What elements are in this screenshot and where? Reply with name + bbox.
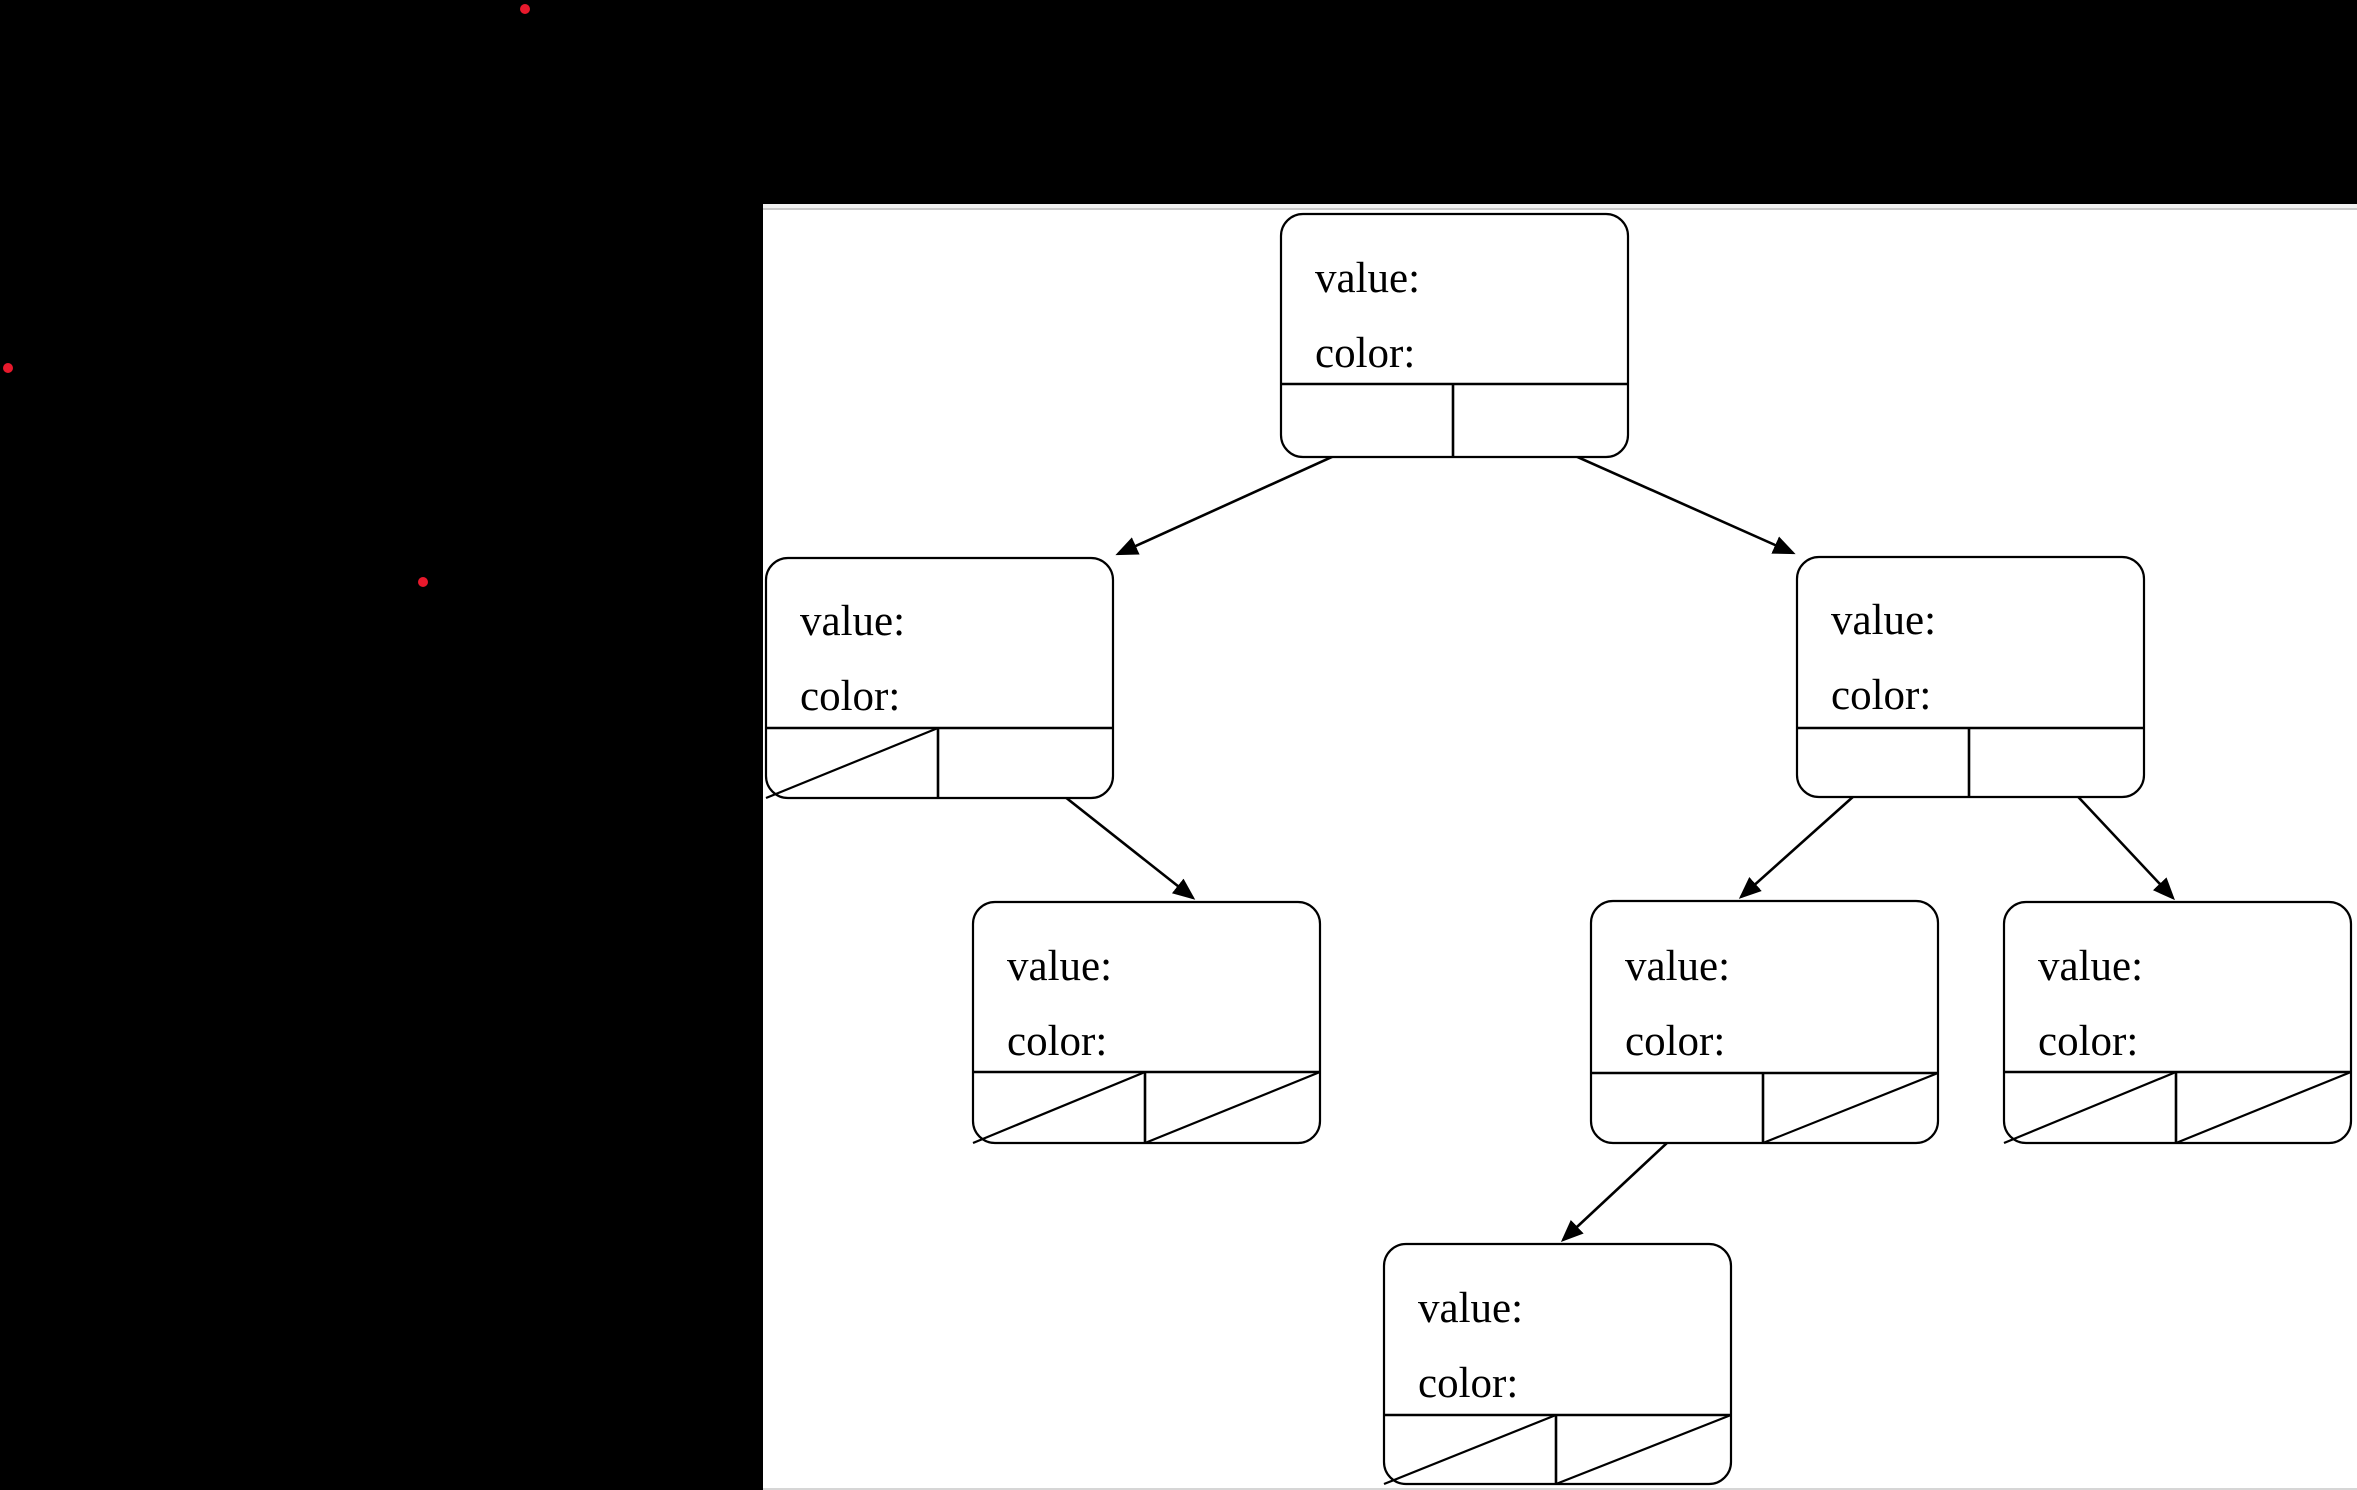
marker-dot-2 <box>3 363 13 373</box>
node-value-label: value: <box>1418 1285 1523 1332</box>
marker-dot-3 <box>418 577 428 587</box>
panel-bottom-divider <box>763 1488 2357 1490</box>
node-color-label: color: <box>800 673 900 720</box>
node-color-label: color: <box>1831 672 1931 719</box>
null-pointer-slash-left <box>2003 1070 2177 1145</box>
binary-tree-canvas: value: color: value: color: value: color… <box>764 212 2353 1486</box>
diagram-viewport[interactable]: value: color: value: color: value: color… <box>763 204 2357 1490</box>
node-value-label: value: <box>1831 597 1936 644</box>
null-pointer-slash-right <box>1762 1071 1939 1145</box>
node-value-label: value: <box>1007 943 1112 990</box>
node-outline <box>764 556 1115 800</box>
node-color-label: color: <box>2038 1018 2138 1065</box>
tree-node-right[interactable]: value: color: <box>1795 555 2146 799</box>
node-color-label: color: <box>1315 330 1415 377</box>
tree-node-root[interactable]: value: color: <box>1279 212 1630 459</box>
null-pointer-slash-right <box>1555 1413 1732 1486</box>
tree-node-left[interactable]: value: color: <box>764 556 1115 800</box>
null-pointer-slash-right <box>2175 1070 2352 1145</box>
node-value-label: value: <box>800 598 905 645</box>
marker-dot-1 <box>520 4 530 14</box>
tree-node-right-left-left[interactable]: value: color: <box>1382 1242 1733 1486</box>
tree-node-right-left[interactable]: value: color: <box>1589 899 1940 1145</box>
null-pointer-slash-left <box>972 1070 1146 1145</box>
node-color-label: color: <box>1418 1360 1518 1407</box>
null-pointer-slash-left <box>765 726 939 800</box>
null-pointer-slash-right <box>1144 1070 1321 1145</box>
node-value-label: value: <box>1625 943 1730 990</box>
node-outline <box>1279 212 1630 459</box>
panel-top-strip <box>763 204 2357 208</box>
node-color-label: color: <box>1007 1018 1107 1065</box>
node-value-label: value: <box>2038 943 2143 990</box>
tree-node-left-right[interactable]: value: color: <box>971 900 1322 1145</box>
node-outline <box>1795 555 2146 799</box>
node-value-label: value: <box>1315 255 1420 302</box>
panel-top-divider <box>763 208 2357 210</box>
null-pointer-slash-left <box>1383 1413 1557 1486</box>
node-color-label: color: <box>1625 1018 1725 1065</box>
tree-node-right-right[interactable]: value: color: <box>2002 900 2353 1145</box>
